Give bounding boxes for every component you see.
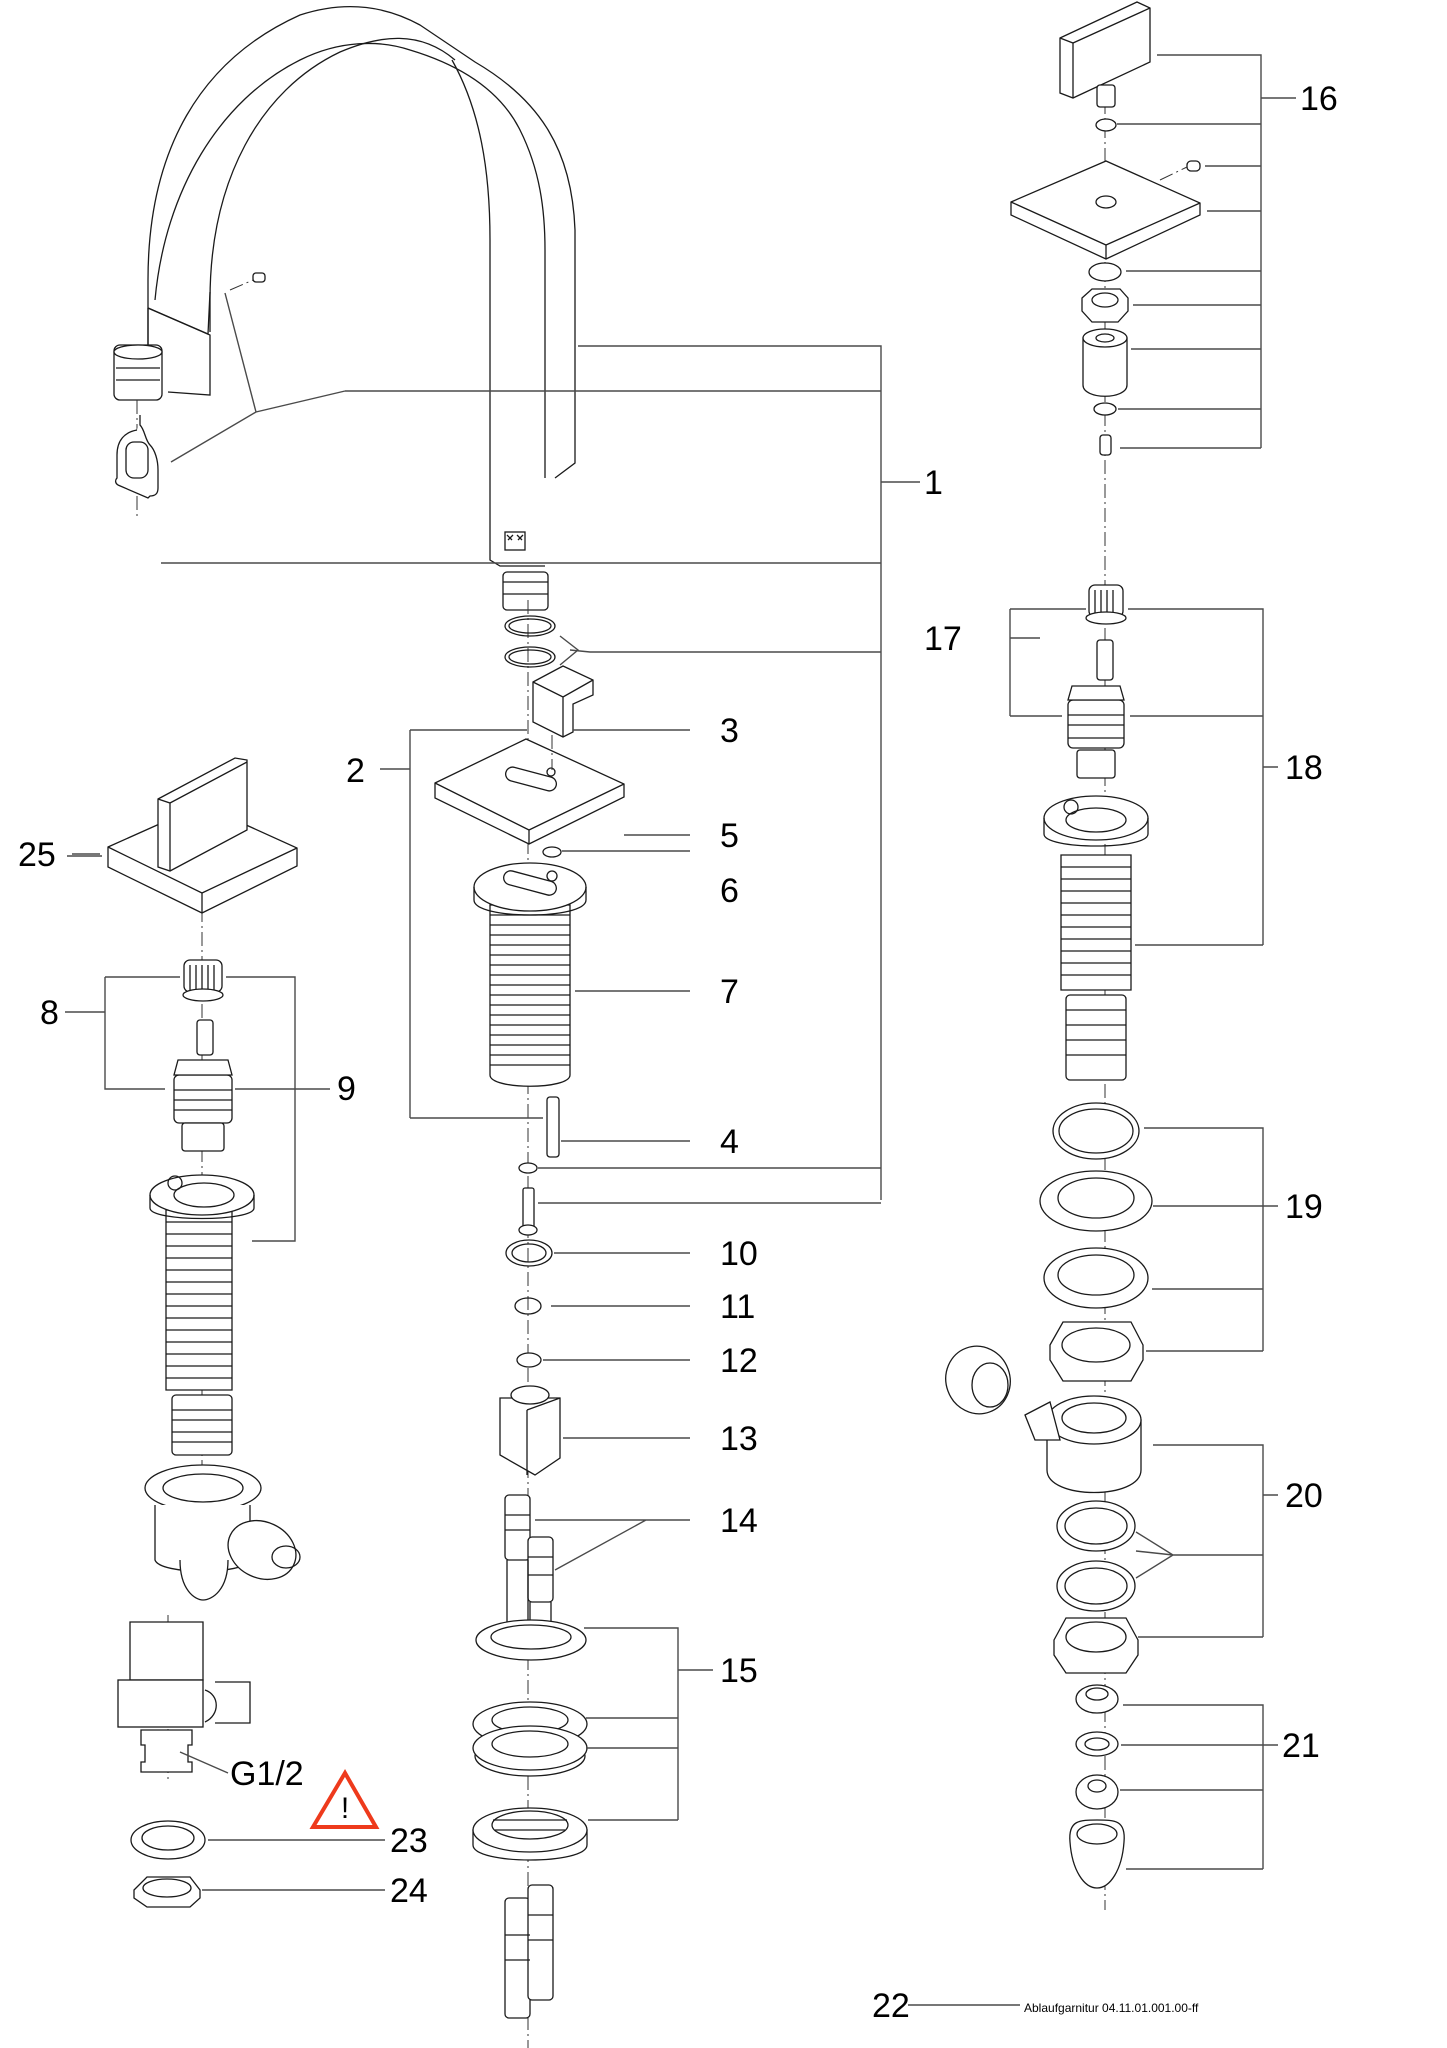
leader-lines <box>65 54 1296 2006</box>
aerator-key <box>114 415 159 499</box>
callout-16: 16 <box>1300 80 1338 118</box>
spout-stem-left <box>451 59 545 567</box>
connector-block-13 <box>499 1385 561 1476</box>
callout-labels: 1 2 3 4 5 6 7 8 9 10 11 12 13 14 15 16 1… <box>18 80 1338 2025</box>
warning-icon: ! <box>309 1769 380 1829</box>
callout-4: 4 <box>720 1123 739 1161</box>
valve-housing <box>149 1174 255 1456</box>
locknut-20 <box>1053 1617 1139 1674</box>
spout-base-bands <box>502 571 549 611</box>
callout-19: 19 <box>1285 1188 1323 1226</box>
callout-23: 23 <box>390 1822 428 1860</box>
warning-exclamation: ! <box>341 1792 349 1825</box>
locknut-24 <box>133 1876 201 1908</box>
middle-column-parts <box>434 600 625 2048</box>
spout-front-face <box>154 42 546 478</box>
callout-1: 1 <box>924 464 943 502</box>
logo-plate <box>504 531 526 551</box>
threaded-mount-body <box>473 862 587 1087</box>
o-ring-upper <box>504 615 556 637</box>
washers-19 <box>1039 1102 1153 1382</box>
valve-handle-16 <box>1059 1 1151 108</box>
compression-set-21 <box>1069 1684 1125 1889</box>
callout-14: 14 <box>720 1502 758 1540</box>
valve-housing-18 <box>1043 795 1149 1081</box>
o-rings-20 <box>1056 1500 1136 1612</box>
sleeve <box>1082 328 1128 397</box>
angle-valve-body <box>144 1464 301 1601</box>
mount-ring-top <box>475 1619 587 1661</box>
valve-cartridge-9 <box>173 1019 233 1152</box>
callout-9: 9 <box>337 1070 356 1108</box>
cover-plate <box>434 738 625 845</box>
spout-inner-arc <box>209 37 456 332</box>
spline-adapter-8 <box>182 959 224 1002</box>
washer-23 <box>130 1820 206 1860</box>
pin-4 <box>546 1096 560 1158</box>
valve-cartridge-17 <box>1067 639 1125 779</box>
valve-handle-25 <box>107 757 298 914</box>
escutcheon-plate <box>1010 160 1201 260</box>
supply-hoses <box>504 1494 554 1650</box>
callout-17: 17 <box>924 620 962 658</box>
callout-7: 7 <box>720 973 739 1011</box>
callout-10: 10 <box>720 1235 758 1273</box>
grub-screw <box>252 272 266 283</box>
spout-outer-arc <box>147 5 576 479</box>
disc-12 <box>516 1352 542 1368</box>
elbow-fitting-20 <box>945 1345 1142 1494</box>
callout-8: 8 <box>40 994 59 1032</box>
spline-adapter-17 <box>1085 584 1127 625</box>
spout-assembly <box>113 5 576 611</box>
o-ring-10 <box>505 1239 553 1267</box>
callout-5: 5 <box>720 817 739 855</box>
washer-6 <box>542 846 562 858</box>
right-valve-parts <box>945 1 1201 1910</box>
mount-washers <box>472 1701 588 1861</box>
callout-12: 12 <box>720 1342 758 1380</box>
aerator <box>113 344 163 401</box>
callout-3: 3 <box>720 712 739 750</box>
clip-ring <box>518 1162 538 1174</box>
callout-2: 2 <box>346 752 365 790</box>
left-valve-parts <box>107 757 301 1908</box>
callout-6: 6 <box>720 872 739 910</box>
callout-20: 20 <box>1285 1477 1323 1515</box>
hex-nut-16 <box>1081 288 1129 323</box>
washer-16a <box>1095 118 1117 132</box>
screw <box>518 1187 538 1236</box>
spout-tip-face <box>147 291 211 335</box>
thread-size-label: G1/2 <box>230 1755 304 1793</box>
drain-set-note: Ablaufgarnitur 04.11.01.001.00-ff <box>1024 2001 1199 2015</box>
callout-18: 18 <box>1285 749 1323 787</box>
circlip-11 <box>514 1297 542 1315</box>
callout-22: 22 <box>872 1987 910 2025</box>
grub-screw-16 <box>1186 160 1201 172</box>
split-washer <box>1088 262 1122 282</box>
screw-16 <box>1099 434 1112 456</box>
washer-16b <box>1093 402 1117 416</box>
o-ring-lower <box>504 646 556 668</box>
callout-25: 25 <box>18 836 56 874</box>
callout-13: 13 <box>720 1420 758 1458</box>
callout-15: 15 <box>720 1652 758 1690</box>
callout-11: 11 <box>720 1288 755 1326</box>
supply-hoses-lower <box>504 1884 554 2019</box>
callout-21: 21 <box>1282 1727 1320 1765</box>
angle-valve-tee <box>117 1615 251 1780</box>
callout-24: 24 <box>390 1872 428 1910</box>
